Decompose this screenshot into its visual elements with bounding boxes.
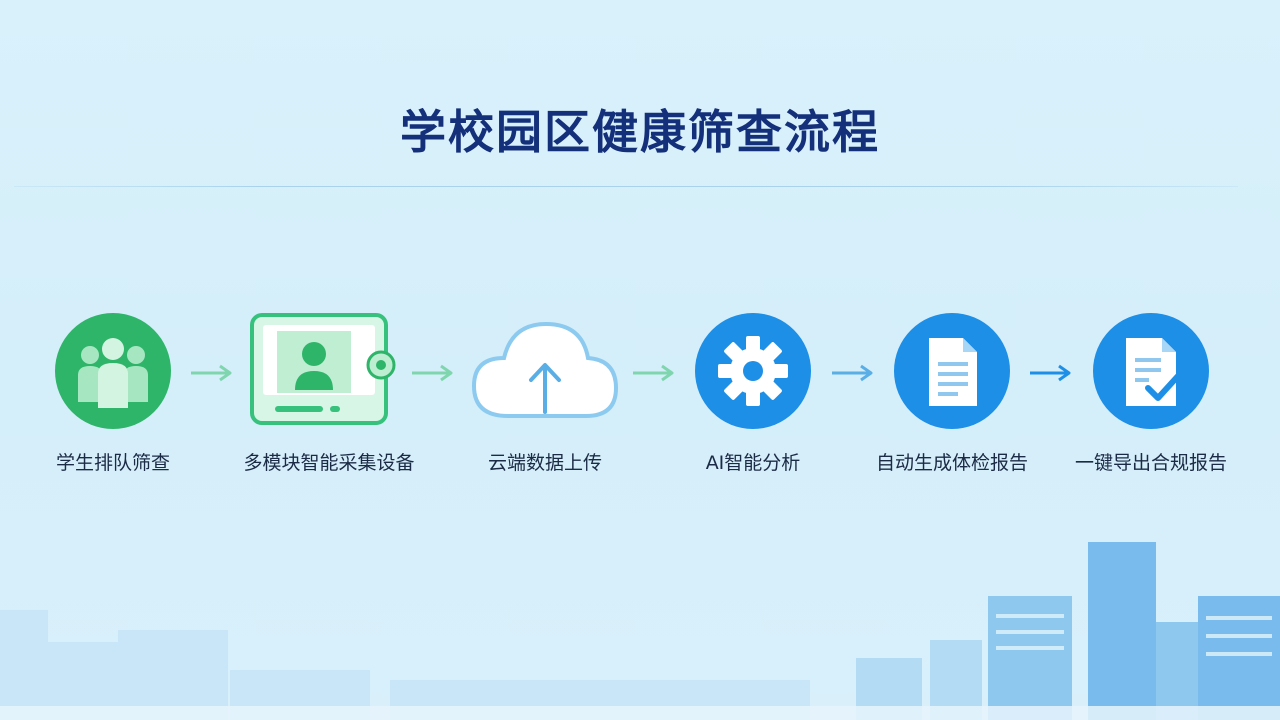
capture-device-icon xyxy=(250,313,396,425)
step-label-export-report: 一键导出合规报告 xyxy=(1074,452,1227,474)
arrow-right-icon xyxy=(633,364,674,382)
step-label-auto-report: 自动生成体检报告 xyxy=(875,452,1028,474)
step-label-ai-analysis: AI智能分析 xyxy=(705,452,801,474)
cloud-upload-icon xyxy=(471,321,619,418)
city-skyline-illustration xyxy=(0,542,1280,720)
page-title: 学校园区健康筛查流程 xyxy=(400,105,880,159)
title-divider xyxy=(14,186,1238,187)
arrow-right-icon xyxy=(412,364,453,382)
step-label-cloud-upload: 云端数据上传 xyxy=(487,452,602,474)
arrow-right-icon xyxy=(832,364,873,382)
arrow-right-icon xyxy=(191,364,232,382)
step-label-capture-device: 多模块智能采集设备 xyxy=(243,452,415,474)
document-icon xyxy=(894,313,1010,429)
checked-document-icon xyxy=(1093,313,1209,429)
gear-icon xyxy=(695,313,811,429)
students-group-icon xyxy=(55,313,171,429)
arrow-right-icon xyxy=(1030,364,1071,382)
step-label-students-queue: 学生排队筛查 xyxy=(55,452,170,474)
